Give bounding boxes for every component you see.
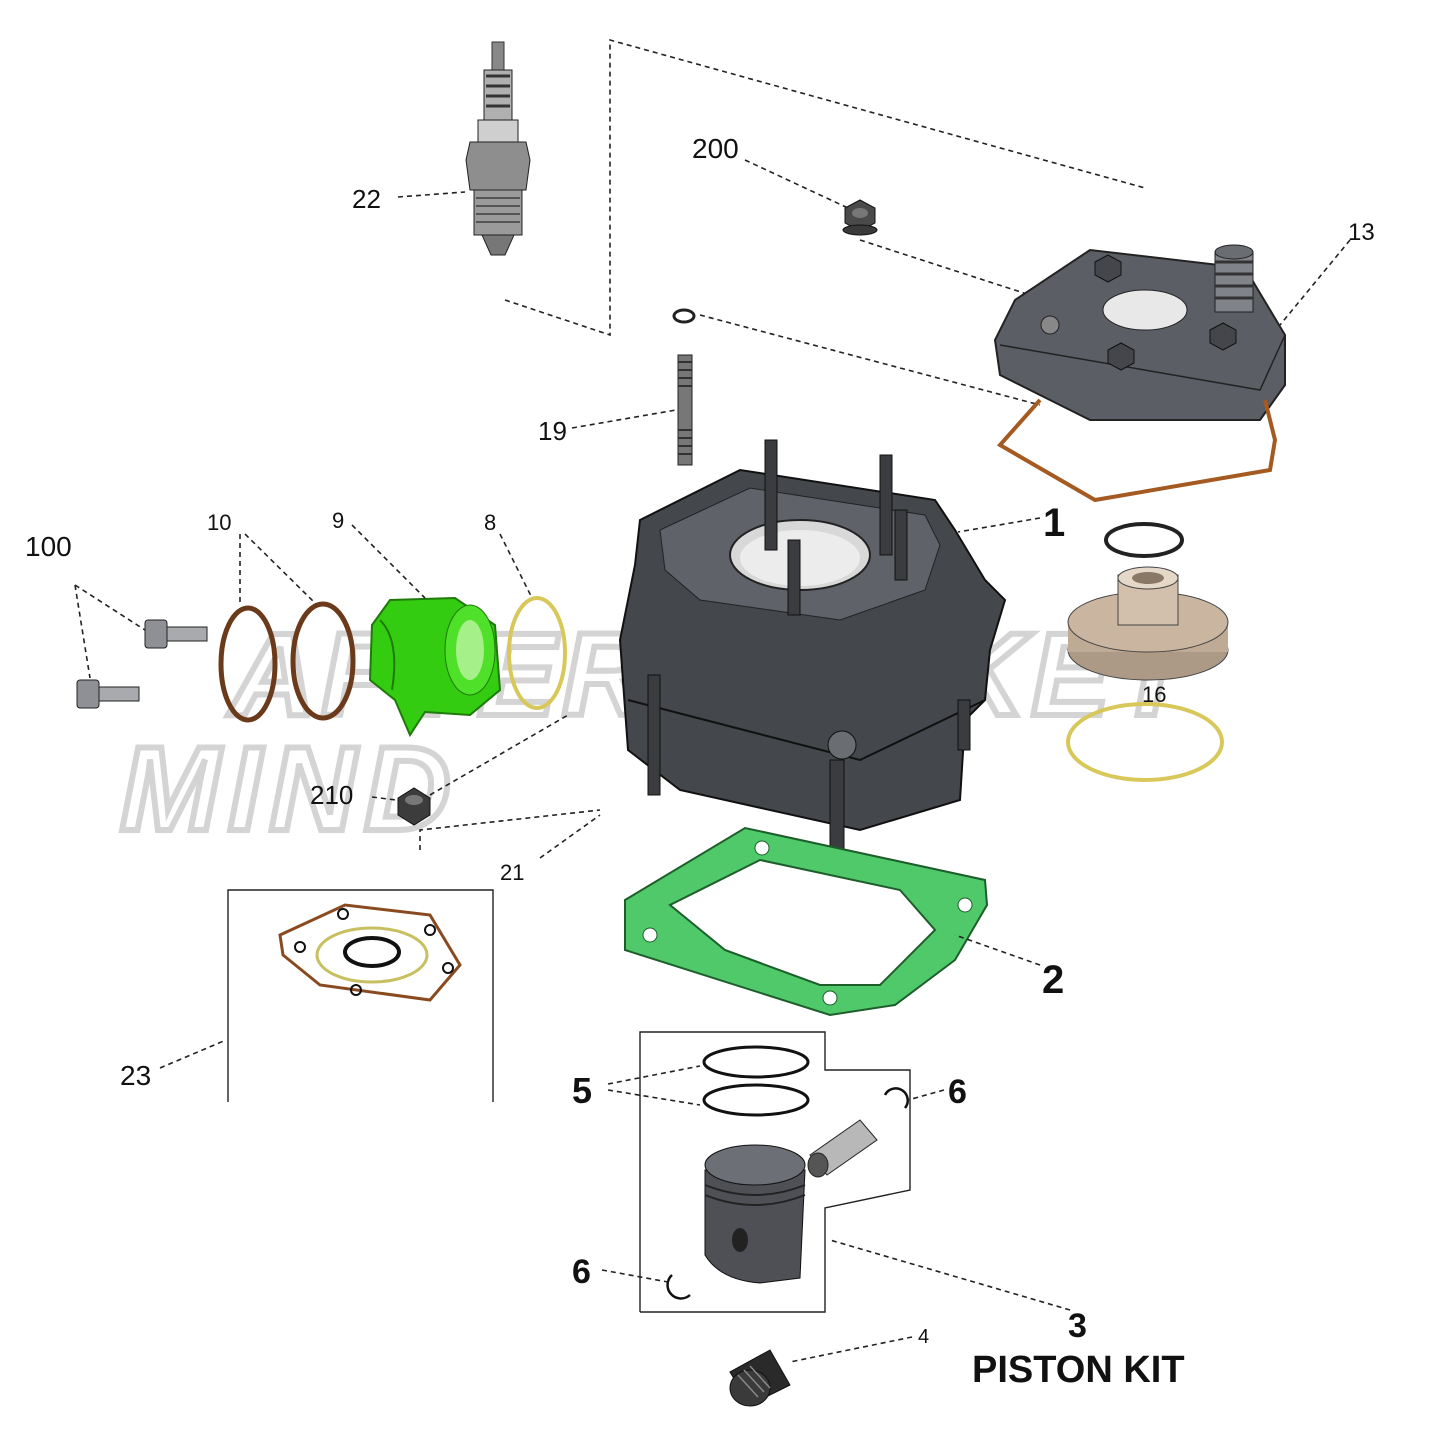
spark-plug-part — [465, 41, 531, 256]
construction-lines — [419, 38, 1146, 859]
manifold-nut-part — [397, 787, 431, 826]
callout-9: 9 — [332, 508, 344, 533]
insert-part — [1066, 522, 1229, 782]
piston-kit-part — [639, 1031, 911, 1313]
callout-1: 1 — [1043, 501, 1065, 545]
callout-19: 19 — [538, 416, 567, 446]
piston-kit-label: PISTON KIT — [972, 1349, 1185, 1391]
needle-bearing-part — [729, 1349, 791, 1407]
callout-16: 16 — [1142, 682, 1166, 707]
oring-8-part — [507, 596, 567, 710]
stud-part — [672, 308, 696, 466]
callout-10: 10 — [207, 510, 231, 535]
cylinder-part — [618, 439, 1007, 856]
callout-6-upper: 6 — [948, 1073, 967, 1111]
callout-2: 2 — [1042, 958, 1064, 1002]
callout-21: 21 — [500, 860, 524, 885]
callout-23: 23 — [120, 1060, 151, 1091]
oring-10-part — [218, 601, 356, 723]
intake-manifold-part — [368, 596, 502, 738]
callout-22: 22 — [352, 184, 381, 214]
callout-3: 3 — [1068, 1307, 1087, 1345]
watermark-text-bottom: MIND — [120, 722, 459, 856]
bolts-part — [76, 619, 208, 709]
callout-210: 210 — [310, 780, 353, 810]
callout-4: 4 — [918, 1326, 929, 1348]
gasket-kit-part — [227, 889, 494, 1102]
base-gasket-part — [624, 826, 989, 1017]
callout-6-lower: 6 — [572, 1253, 591, 1291]
callout-100: 100 — [25, 531, 72, 562]
cylinder-head-part — [993, 244, 1286, 503]
callout-8: 8 — [484, 510, 496, 535]
head-nut-part — [842, 199, 878, 236]
callout-200: 200 — [692, 133, 739, 164]
callout-5: 5 — [572, 1070, 592, 1111]
callout-13: 13 — [1348, 219, 1375, 246]
